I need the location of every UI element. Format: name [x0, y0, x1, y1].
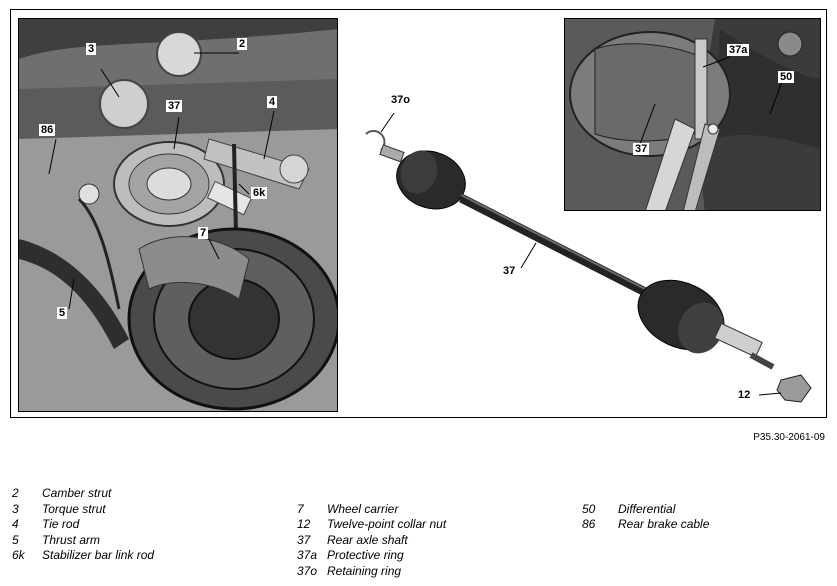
callout-4: 4: [267, 96, 278, 108]
legend-number: 86: [582, 517, 596, 531]
legend-label: Rear axle shaft: [327, 533, 408, 547]
legend-label: Camber strut: [42, 486, 112, 500]
legend-label: Rear brake cable: [618, 517, 710, 531]
legend-number: 2: [12, 486, 19, 500]
legend-number: 12: [297, 517, 311, 531]
callout-37a: 37a: [727, 44, 750, 56]
callout-7: 7: [198, 227, 209, 239]
legend-label: Tie rod: [42, 517, 80, 531]
legend-label: Retaining ring: [327, 564, 402, 578]
legend-label: Thrust arm: [42, 533, 101, 547]
legend-number: 7: [297, 502, 304, 516]
legend-label: Stabilizer bar link rod: [42, 548, 155, 562]
illustration-frame: 2 3 4 37 86 6k 7 5 37o 37 12 37a 50 37: [10, 9, 827, 418]
callout-5: 5: [57, 307, 68, 319]
legend-label: Protective ring: [327, 548, 404, 562]
callout-37-mid: 37: [501, 265, 518, 277]
callout-37-right: 37: [633, 143, 650, 155]
legend-label: Twelve-point collar nut: [327, 517, 447, 531]
callout-6k: 6k: [251, 187, 268, 199]
legend-label: Differential: [618, 502, 676, 516]
callout-12: 12: [736, 389, 753, 401]
callout-86: 86: [39, 124, 56, 136]
legend-number: 4: [12, 517, 19, 531]
callout-37o: 37o: [389, 94, 412, 106]
legend-label: Torque strut: [42, 502, 106, 516]
callout-37-left: 37: [166, 100, 183, 112]
legend-number: 5: [12, 533, 19, 547]
callout-2: 2: [237, 38, 248, 50]
suspension-photo-drawing: [19, 19, 337, 411]
legend-number: 50: [582, 502, 596, 516]
legend-number: 3: [12, 502, 19, 516]
differential-photo: [564, 18, 821, 211]
callout-3: 3: [86, 43, 97, 55]
legend: 2 Camber strut 3 Torque strut 4 Tie rod …: [0, 485, 837, 585]
legend-number: 37o: [297, 564, 318, 578]
differential-photo-drawing: [565, 19, 820, 210]
suspension-photo: [18, 18, 338, 412]
legend-number: 37a: [297, 548, 318, 562]
legend-number: 37: [297, 533, 311, 547]
legend-label: Wheel carrier: [327, 502, 399, 516]
callout-50: 50: [778, 71, 795, 83]
legend-number: 6k: [12, 548, 25, 562]
figure-code: P35.30-2061-09: [753, 432, 825, 443]
